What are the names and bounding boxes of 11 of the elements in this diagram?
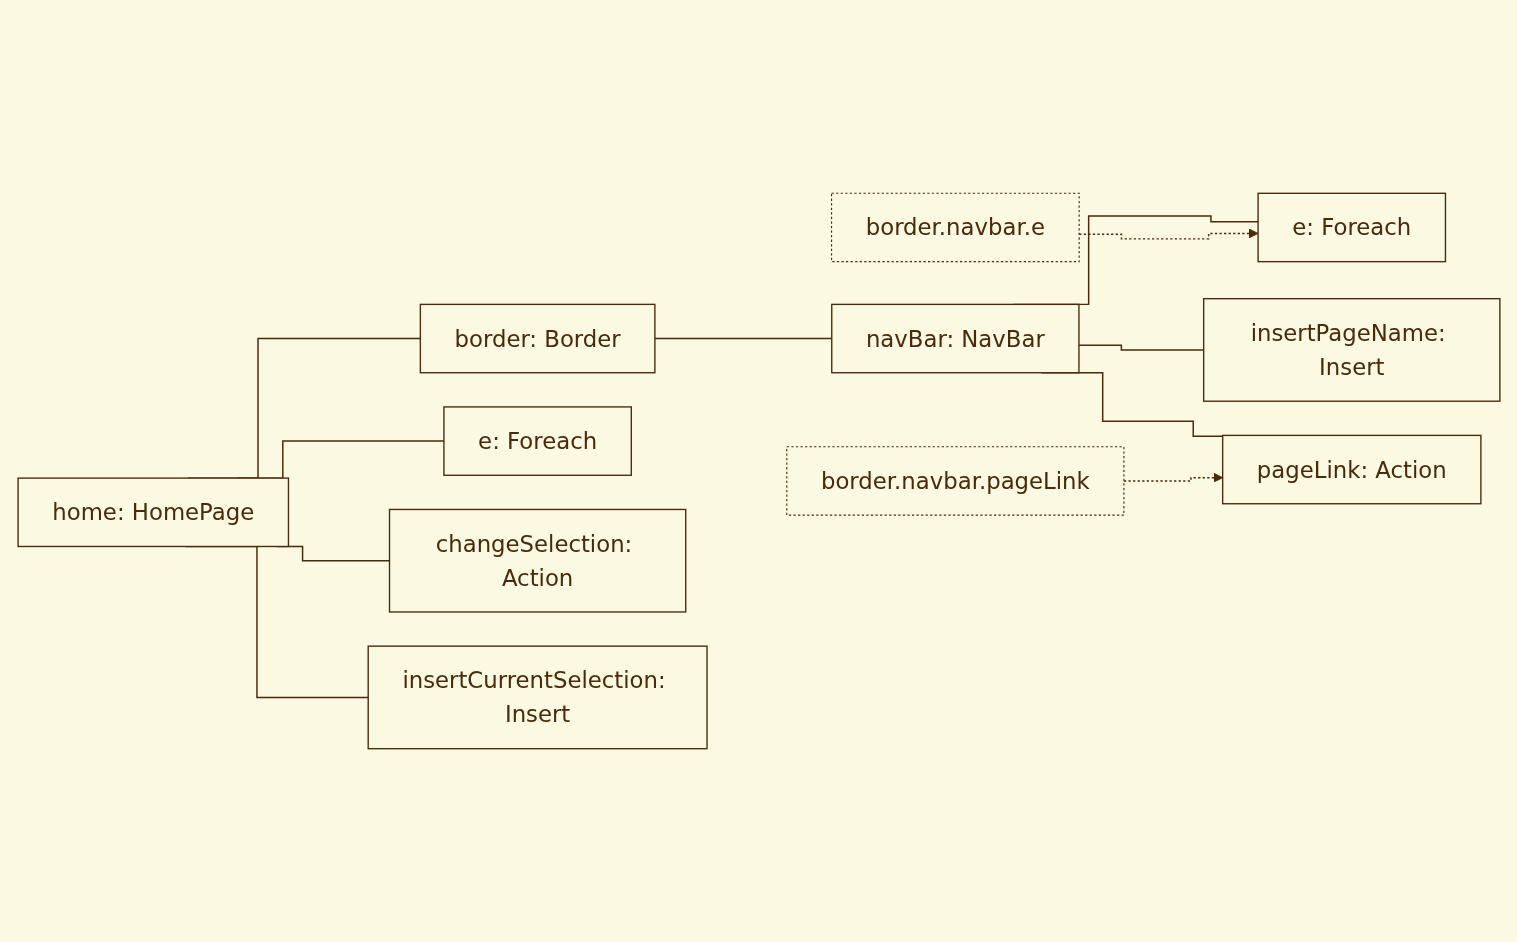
node-box: home: HomePage <box>16 477 289 548</box>
node-box: insertCurrentSelection: Insert <box>367 645 708 750</box>
node-box: insertPageName: Insert <box>1202 298 1501 402</box>
node-box: border.navbar.e <box>830 192 1080 263</box>
node-box: e: Foreach <box>442 406 632 476</box>
node-box: border.navbar.pageLink <box>785 446 1124 516</box>
node-box: e: Foreach <box>1256 192 1446 263</box>
node-box: border: Border <box>419 303 656 374</box>
node-box: navBar: NavBar <box>830 303 1080 374</box>
node-box: changeSelection: Action <box>388 508 686 613</box>
node-box: pageLink: Action <box>1221 434 1482 505</box>
